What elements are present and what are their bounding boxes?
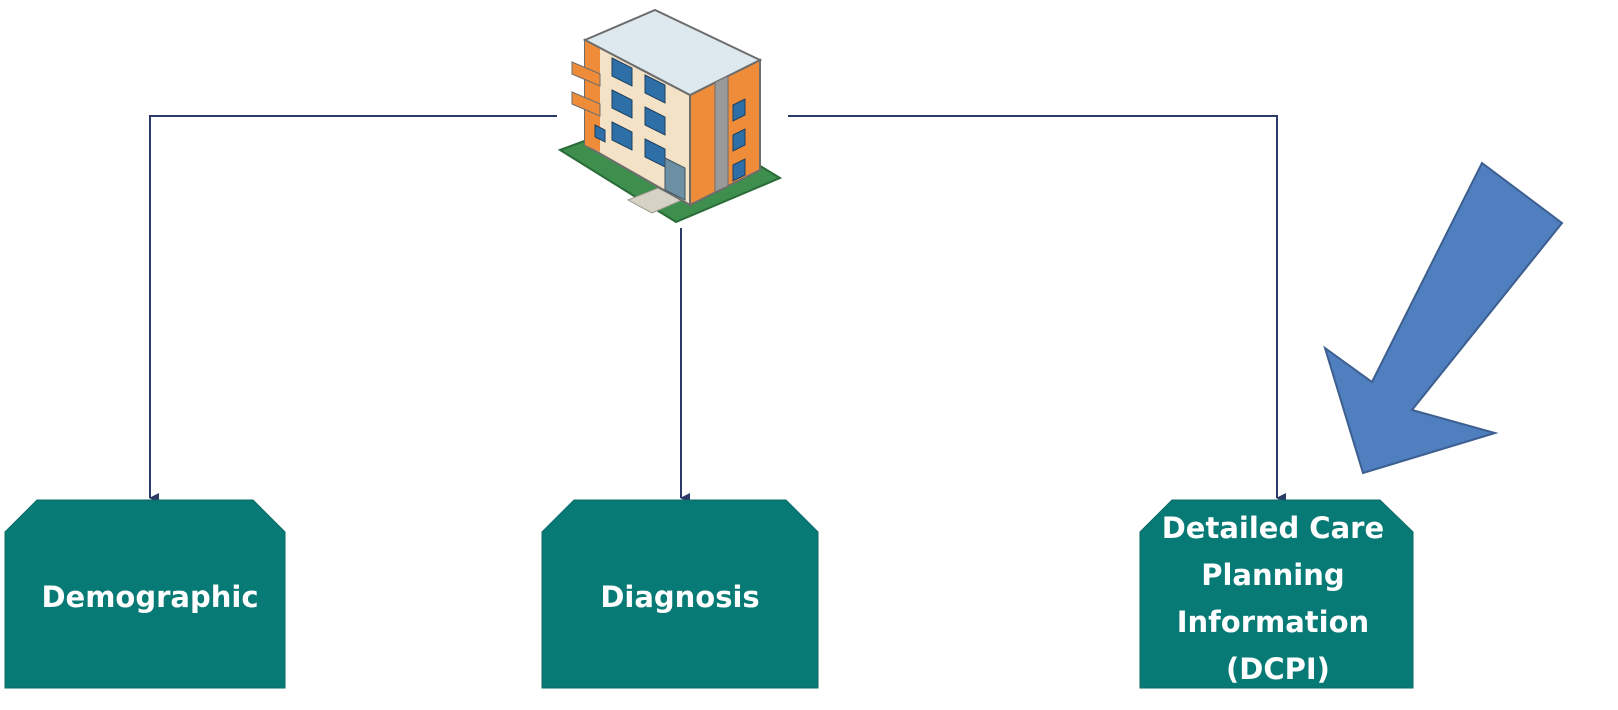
connector-to-demographic (149, 115, 557, 503)
node-dcpi: Detailed Care Planning Information (DCPI… (1139, 499, 1414, 689)
node-label-line: Diagnosis (600, 580, 759, 614)
node-label-line: Planning (1201, 558, 1344, 592)
connector-to-dcpi (788, 115, 1286, 503)
node-label-line: Information (1177, 605, 1369, 639)
node-demographic: Demographic (4, 499, 286, 689)
node-shape-demographic (4, 499, 286, 689)
node-label-line: (DCPI) (1226, 652, 1330, 686)
apartment-building-icon (557, 8, 783, 224)
node-label-demographic: Demographic (41, 580, 258, 614)
node-shape-dcpi (1139, 499, 1414, 689)
node-label-dcpi: Detailed Care Planning Information (DCPI… (1162, 511, 1395, 686)
node-diagnosis: Diagnosis (541, 499, 819, 689)
node-label-diagnosis: Diagnosis (600, 580, 759, 614)
arrow-down-left-icon (1323, 161, 1564, 475)
node-label-line: Detailed Care (1162, 511, 1384, 545)
node-shape-diagnosis (541, 499, 819, 689)
connectors (149, 115, 1286, 503)
node-label-line: Demographic (41, 580, 258, 614)
